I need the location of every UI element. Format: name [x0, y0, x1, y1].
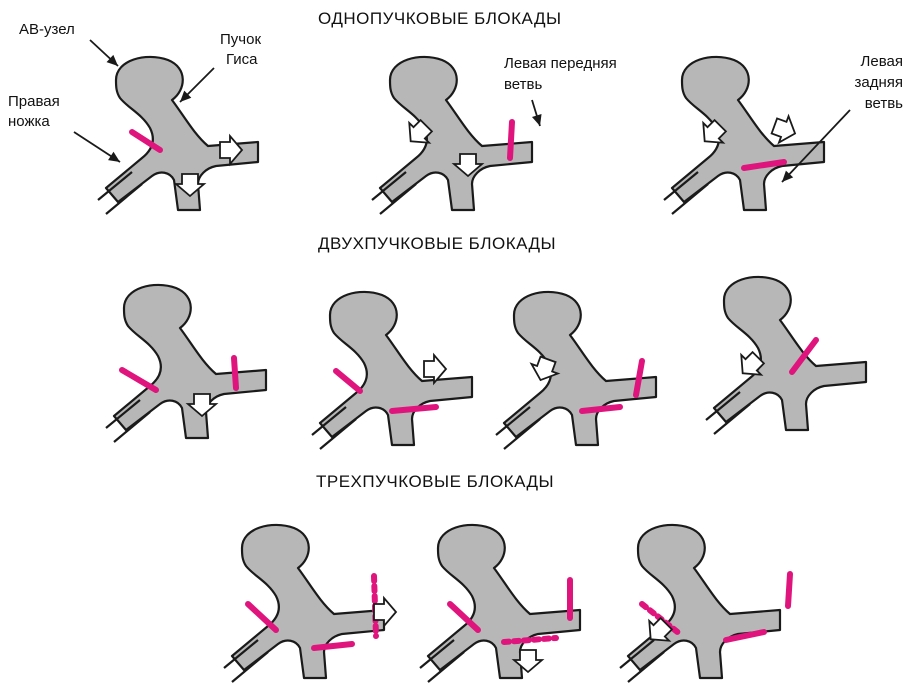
label-left-anterior-2: ветвь [504, 75, 542, 94]
conduction-body [504, 292, 656, 445]
label-left-anterior-1: Левая передняя [504, 54, 617, 73]
conduction-body [232, 525, 384, 678]
diagram-panel [706, 277, 866, 434]
block-mark [314, 644, 352, 648]
block-mark [234, 358, 236, 388]
title-triple-fascicle: ТРЕХПУЧКОВЫЕ БЛОКАДЫ [316, 472, 554, 492]
block-mark [122, 370, 156, 390]
diagram-panel [312, 292, 472, 449]
conduction-arrow [770, 113, 800, 147]
diagram-panel [496, 292, 656, 449]
block-mark [392, 407, 436, 411]
label-right-bundle-1: Правая [8, 92, 60, 111]
block-mark [248, 604, 276, 630]
conduction-body [714, 277, 866, 430]
label-his-bundle-2: Гиса [226, 50, 258, 69]
conduction-body [320, 292, 472, 445]
block-mark [336, 371, 360, 391]
diagram-panel [620, 525, 790, 682]
conduction-body [672, 57, 824, 210]
diagram-panel [98, 57, 258, 214]
label-left-posterior-2: задняя [854, 73, 903, 92]
label-left-posterior-3: ветвь [865, 94, 903, 113]
conduction-body [628, 525, 780, 678]
block-mark [510, 122, 512, 158]
label-left-posterior-1: Левая [861, 52, 903, 71]
block-mark [788, 574, 790, 606]
diagram-panel [224, 525, 396, 682]
diagram-panel [420, 525, 580, 682]
pointer-arrowhead [532, 114, 545, 127]
title-single-fascicle: ОДНОПУЧКОВЫЕ БЛОКАДЫ [318, 9, 562, 29]
pointer-arrowhead [108, 152, 123, 166]
conduction-body [114, 285, 266, 438]
diagram-panel [664, 57, 824, 214]
diagram-panel [106, 285, 266, 442]
label-av-node: АВ-узел [19, 20, 75, 39]
label-right-bundle-2: ножка [8, 112, 50, 131]
title-double-fascicle: ДВУХПУЧКОВЫЕ БЛОКАДЫ [318, 234, 556, 254]
block-mark [582, 407, 620, 411]
label-his-bundle-1: Пучок [220, 30, 261, 49]
